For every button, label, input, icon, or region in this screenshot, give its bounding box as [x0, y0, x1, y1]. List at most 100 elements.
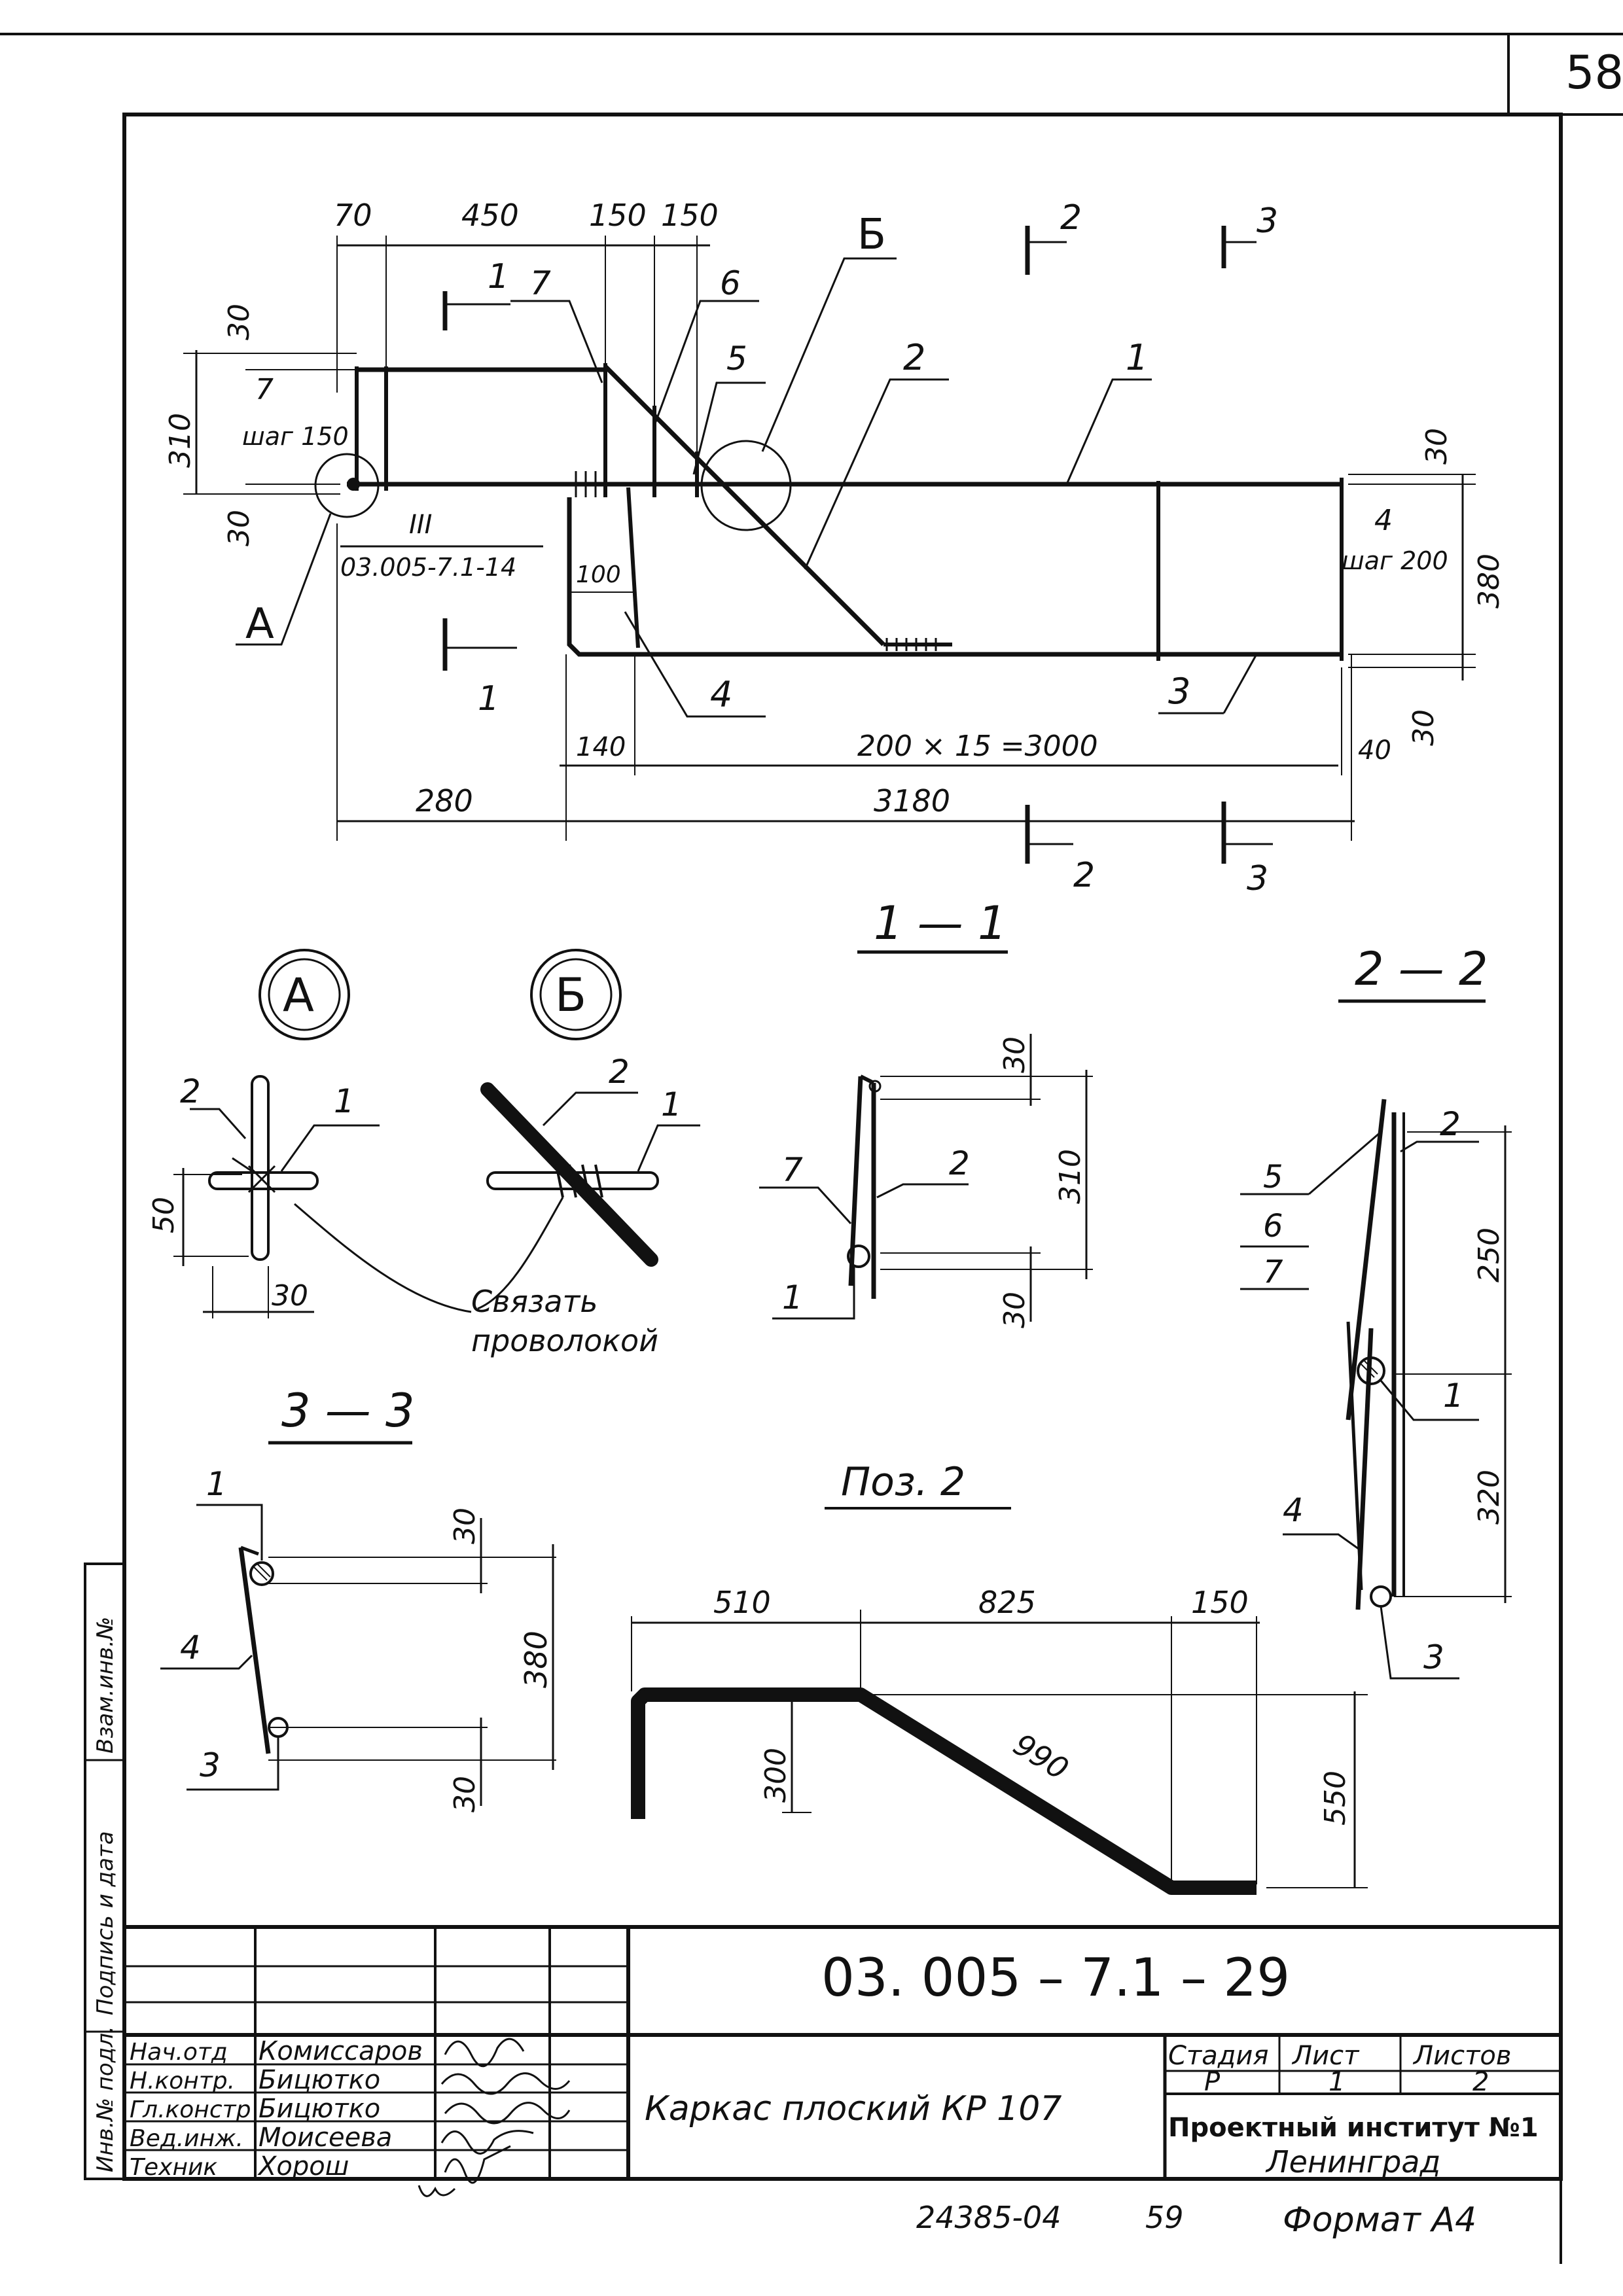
side-stamp-inv: Инв.№ подл. — [92, 2026, 118, 2172]
s33-dim-380: 380 — [518, 1631, 554, 1688]
callout-letter-B: Б — [857, 211, 886, 259]
bar-2 — [603, 364, 885, 646]
stage-value: Р — [1204, 2067, 1221, 2097]
sheets-header: Листов — [1412, 2041, 1511, 2071]
role-0: Нач.отд — [130, 2039, 228, 2066]
s22-pos-6: 6 — [1263, 1208, 1283, 1245]
s11-pos-2: 2 — [949, 1144, 970, 1182]
pos2-dim-300: 300 — [759, 1748, 793, 1803]
cut-3-top: 3 — [1257, 202, 1278, 241]
ref-mark: III — [409, 510, 432, 540]
s22-pos-5: 5 — [1263, 1159, 1283, 1195]
cut-2-bottom: 2 — [1073, 856, 1095, 895]
section-2-2: 2 — 2 250 320 5 6 7 2 1 4 3 — [1240, 942, 1512, 1680]
sheet-header: Лист — [1291, 2041, 1360, 2071]
cut-3-bottom: 3 — [1247, 859, 1268, 898]
role-1: Н.контр. — [130, 2068, 235, 2094]
org-city: Ленинград — [1265, 2144, 1440, 2180]
main-pos-3: 3 — [1168, 671, 1190, 712]
dim-bottom-3000: 200 × 15 =3000 — [857, 730, 1098, 763]
node-B-note-line1: Связать — [471, 1284, 597, 1319]
section-1-1-title: 1 — 1 — [874, 896, 1007, 950]
role-2: Гл.констр — [130, 2096, 251, 2123]
org-name: Проектный институт №1 — [1168, 2113, 1539, 2143]
doc-code: 03. 005 – 7.1 – 29 — [821, 1947, 1290, 2008]
archive-sheet: 59 — [1145, 2200, 1184, 2235]
dim-right-380: 380 — [1472, 554, 1506, 609]
dim-top-150b: 150 — [661, 198, 719, 233]
main-view: 70 450 150 150 30 310 30 7 шаг 150 30 38… — [164, 198, 1506, 898]
s33-dim-30-bottom: 30 — [448, 1776, 482, 1812]
s11-dim-30-bottom: 30 — [998, 1292, 1031, 1328]
main-pos-2: 2 — [903, 337, 925, 378]
role-4: Техник — [130, 2154, 217, 2181]
s22-pos-3: 3 — [1423, 1638, 1444, 1676]
signatures — [418, 2038, 571, 2197]
s33-pos-1: 1 — [206, 1465, 227, 1503]
dim-top-150a: 150 — [589, 198, 647, 233]
role-3: Вед.инж. — [130, 2125, 243, 2152]
sheet-value: 1 — [1329, 2067, 1345, 2097]
s22-pos-1: 1 — [1443, 1377, 1464, 1415]
s22-pos-7: 7 — [1263, 1254, 1283, 1290]
sheets-value: 2 — [1472, 2067, 1489, 2097]
name-0: Комиссаров — [259, 2036, 423, 2066]
main-pos-7: 7 — [530, 264, 551, 302]
sheet-frame — [0, 33, 1623, 2264]
s22-dim-320: 320 — [1472, 1470, 1506, 1525]
dim-top-450: 450 — [461, 198, 519, 233]
node-B-note-line2: проволокой — [471, 1323, 658, 1358]
note-step-200: шаг 200 — [1342, 546, 1448, 575]
pos2-dim-510: 510 — [713, 1585, 771, 1620]
dim-right-30-bottom: 30 — [1407, 709, 1440, 746]
drawing-title: Каркас плоский КР 107 — [645, 2089, 1061, 2128]
side-stamp-replace-inv: Взам.инв.№ — [92, 1617, 118, 1754]
dim-bottom-3180: 3180 — [874, 783, 950, 819]
main-pos-1: 1 — [1126, 337, 1148, 378]
pos2-dim-825: 825 — [978, 1585, 1036, 1620]
pos2-dim-550: 550 — [1319, 1771, 1352, 1826]
name-2: Бицютко — [259, 2094, 380, 2124]
dim-100: 100 — [576, 561, 621, 588]
cut-1-bottom: 1 — [478, 679, 499, 718]
node-A-pos-2: 2 — [180, 1072, 201, 1110]
pos2-dim-990: 990 — [1007, 1727, 1075, 1787]
node-A: А 2 1 50 30 — [147, 949, 380, 1318]
s11-pos-7: 7 — [782, 1151, 803, 1189]
node-A-dim-50: 50 — [147, 1197, 181, 1233]
dim-bottom-140: 140 — [576, 732, 626, 762]
section-3-3-title: 3 — 3 — [281, 1384, 415, 1438]
format-label: Формат А4 — [1283, 2200, 1476, 2240]
bar-3 — [567, 497, 1342, 657]
node-A-title: А — [283, 968, 314, 1022]
note-pos-7: 7 — [255, 373, 274, 406]
dim-left-30-bottom: 30 — [223, 510, 256, 546]
section-3-3: 3 — 3 30 380 30 1 4 3 — [160, 1384, 556, 1812]
note-step-150: шаг 150 — [242, 422, 349, 451]
main-pos-5: 5 — [726, 340, 747, 378]
node-B-pos-1: 1 — [661, 1086, 682, 1123]
node-B-pos-2: 2 — [609, 1053, 630, 1091]
s11-pos-1: 1 — [782, 1279, 803, 1316]
s11-dim-30-top: 30 — [998, 1036, 1031, 1073]
callout-letter-A: А — [245, 600, 274, 648]
archive-number: 24385-04 — [916, 2200, 1061, 2235]
dim-left-30-top: 30 — [223, 304, 256, 340]
section-2-2-title: 2 — 2 — [1355, 942, 1488, 996]
cut-2-top: 2 — [1060, 198, 1082, 238]
node-A-pos-1: 1 — [334, 1082, 355, 1120]
s33-pos-3: 3 — [200, 1746, 221, 1784]
main-pos-6: 6 — [720, 264, 741, 302]
s22-pos-2: 2 — [1440, 1105, 1461, 1143]
name-3: Моисеева — [259, 2123, 392, 2153]
note-pos-4: 4 — [1374, 504, 1393, 537]
node-B-title: Б — [555, 968, 586, 1022]
page-corner-number: 58 — [1565, 46, 1623, 99]
node-A-dim-30: 30 — [272, 1279, 308, 1313]
callout-circle-B — [700, 440, 792, 531]
pos-2-detail: Поз. 2 510 825 150 300 990 550 — [631, 1459, 1368, 1895]
side-stamp-sign-date: Подпись и дата — [92, 1831, 118, 2015]
main-pos-4: 4 — [710, 674, 732, 715]
name-4: Хорош — [257, 2151, 349, 2181]
